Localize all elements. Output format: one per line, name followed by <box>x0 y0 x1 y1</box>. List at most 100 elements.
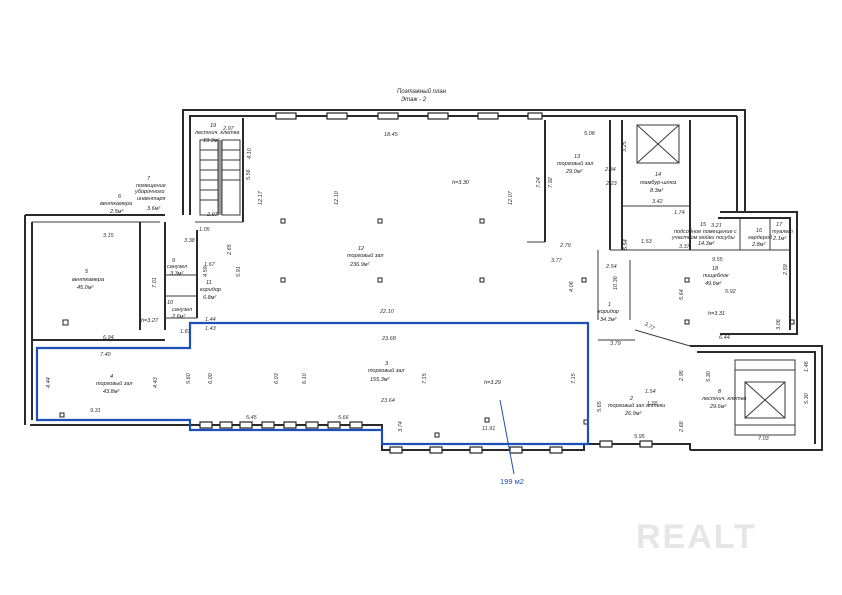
room-label-r4-num: 4 <box>110 374 113 380</box>
room-label-r10-num: 10 <box>167 300 174 306</box>
room-17: 17 туалет 2.1м² <box>772 222 793 242</box>
room-12: 12 торговый зал 236.9м² h=3.30 <box>347 180 470 268</box>
room-label-r14-area: 8.3м² <box>650 188 663 194</box>
room-label-r4-area: 43.8м² <box>103 389 119 395</box>
dimension-label-d-306: 3.06 <box>776 318 782 330</box>
dimension-label-d-410: 4.10 <box>247 147 253 159</box>
room-label-r17-num: 17 <box>776 222 783 228</box>
dimension-label-d-254: 2.54 <box>605 264 617 270</box>
dimension-label-d-792: 7.92 <box>548 177 554 188</box>
room-label-r7-name3: инвентаря <box>137 196 165 202</box>
room-10: 10 санузел 2.6м² <box>167 300 192 320</box>
dimension-label-d-259: 2.59 <box>783 264 789 276</box>
room-label-r3-area: 155.3м² <box>370 377 390 383</box>
room-label-r17-area: 2.1м² <box>772 236 786 242</box>
room-label-r12-num: 12 <box>358 246 364 252</box>
stair-8 <box>734 359 796 436</box>
floor-label: Этаж - 2 <box>401 97 427 103</box>
dimension-label-d-530: 5.30 <box>706 370 712 382</box>
dimension-label-d-444: 4.44 <box>46 377 52 388</box>
room-label-r11-area: 6.8м² <box>203 295 216 301</box>
room-label-r1-num: 1 <box>608 302 611 308</box>
room-label-r15-num: 15 <box>700 222 707 228</box>
room-label-r10-area: 2.6м² <box>171 314 185 320</box>
room-label-r3-name: торговый зал <box>368 367 404 374</box>
room-label-r12-h: h=3.30 <box>452 180 470 186</box>
room-label-r18-num: 18 <box>712 266 719 272</box>
room-4: 4 торговый зал 43.8м² <box>96 374 132 395</box>
room-label-r2-name: торговый зал аптеки <box>608 402 665 409</box>
room-15: 15 подсобное помещение с участком мойки … <box>671 222 737 247</box>
room-label-r12-area: 236.9м² <box>349 262 370 268</box>
selected-area[interactable]: 199 м2 <box>35 321 590 486</box>
area-callout-label: 199 м2 <box>500 477 524 486</box>
room-label-r3-h: h=3.29 <box>484 380 501 386</box>
dimension-label-d-143: 1.43 <box>205 326 217 332</box>
dimension-label-d-703: 7.03 <box>758 436 770 442</box>
room-label-r14-num: 14 <box>655 172 661 178</box>
dimension-label-d-295: 2.95 <box>679 369 685 382</box>
room-label-r2-num: 2 <box>629 396 633 402</box>
interior-walls <box>32 118 790 347</box>
dimension-label-d-2210: 22.10 <box>379 309 395 315</box>
room-label-r19-num: 19 <box>210 123 216 129</box>
dimension-labels: 18.45 22.10 23.68 23.64 12.10 12.07 12.1… <box>46 126 810 442</box>
dimension-label-d-530b: 5.30 <box>804 392 810 404</box>
room-label-r7-num: 7 <box>147 176 151 182</box>
dimension-label-d-610: 6.10 <box>302 372 308 384</box>
columns <box>59 218 795 438</box>
dimension-label-d-321: 3.21 <box>711 223 722 229</box>
dimension-label-d-181: 1.81 <box>180 329 191 335</box>
room-label-r12-name: торговый зал <box>347 252 383 259</box>
room-label-r5-num: 5 <box>85 269 89 275</box>
room-label-r3-num: 3 <box>385 361 389 367</box>
dimension-label-d-600: 6.00 <box>208 372 214 384</box>
dimension-label-d-694: 6.94 <box>103 335 114 341</box>
room-label-r19-name: лестнич. клетка <box>194 130 239 136</box>
room-label-r9-num: 9 <box>172 258 175 264</box>
dimension-label-d-325: 3.25 <box>622 140 628 152</box>
dimension-label-d-154: 1.54 <box>645 389 656 395</box>
dimension-label-d-2364: 23.64 <box>380 398 395 404</box>
dimension-label-d-2368: 23.68 <box>381 336 397 342</box>
dimension-label-d-315: 3.15 <box>103 233 115 239</box>
dimension-label-d-377: 3.77 <box>551 258 563 264</box>
dimension-label-d-715b: 7.15 <box>571 372 577 384</box>
room-label-r13-name: торговый зал <box>557 160 593 167</box>
dimension-label-d-1036: 10.36 <box>613 275 619 290</box>
dimension-label-d-268: 2.68 <box>679 420 685 433</box>
dimension-label-d-1845: 18.45 <box>384 132 399 138</box>
dimension-label-d-144: 1.44 <box>205 317 216 323</box>
room-label-r6-area: 2.5м² <box>109 209 123 215</box>
room-label-r17-name: туалет <box>772 229 793 235</box>
dimension-label-d-565: 5.65 <box>597 400 603 412</box>
room-label-r7-area: 3.6м² <box>147 206 160 212</box>
room-label-r8-num: 8 <box>718 389 722 395</box>
room-label-r16-name: гардероб <box>748 235 773 241</box>
dimension-label-d-591: 5.91 <box>236 266 242 277</box>
dimension-label-d-931: 9.31 <box>90 408 101 414</box>
room-8: 8 лестнич. клетка 29.6м² <box>701 389 746 410</box>
windows-bottom <box>199 421 653 454</box>
outer-walls <box>24 109 823 451</box>
room-13: 13 торговый зал 29.0м² <box>557 154 593 175</box>
room-label-r14-name: тамбур-шлюз <box>640 180 677 186</box>
dimension-label-d-279: 2.79 <box>559 243 571 249</box>
room-label-r15-area: 14.3м² <box>698 241 714 247</box>
dimension-label-d-167: 1.67 <box>204 262 216 268</box>
room-label-r5-area: 45.0м² <box>77 285 93 291</box>
room-label-r7-name1: помещение <box>136 183 166 189</box>
room-label-r6-num: 6 <box>118 194 122 200</box>
room-1: 1 коридор 34.3м² <box>598 302 619 323</box>
room-label-r4-name: торговый зал <box>96 380 132 387</box>
room-label-r11-num: 11 <box>206 280 212 286</box>
room-9: 9 санузел 3.3м² <box>167 258 187 277</box>
dimension-label-d-595: 5.95 <box>634 434 646 440</box>
room-2: 2 торговый зал аптеки 26.9м² <box>608 396 665 417</box>
dimension-label-d-377b: 3.77 <box>643 322 656 333</box>
room-label-r9-name: санузел <box>167 264 187 270</box>
dimension-label-d-146: 1.46 <box>804 360 810 372</box>
room-label-r9-area: 3.3м² <box>170 271 183 277</box>
dimension-label-d-701: 7.01 <box>152 277 158 288</box>
